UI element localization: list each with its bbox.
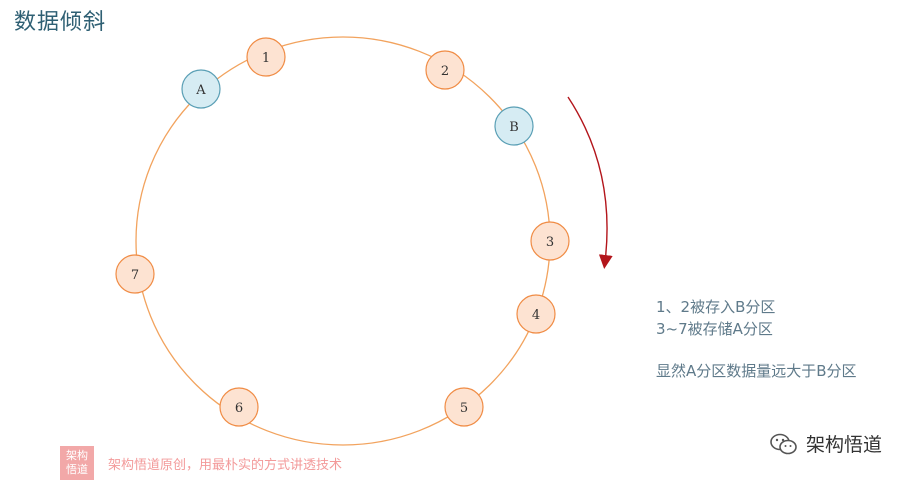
node-circle: [494, 106, 534, 146]
node-label: 6: [235, 401, 243, 416]
brand-name: 架构悟道: [805, 434, 882, 456]
node-circle: [115, 254, 155, 294]
page-title: 数据倾斜: [14, 10, 107, 35]
node-circle: [181, 69, 221, 109]
data-node-2: 2: [425, 50, 465, 90]
partition-node-b: B: [494, 106, 534, 146]
explanation-notes: 1、2被存入B分区 3~7被存储A分区 显然A分区数据量远大于B分区: [656, 296, 857, 382]
seal-logo: 架构 悟道: [60, 446, 94, 480]
node-label: 5: [460, 401, 468, 416]
note-line-2: 3~7被存储A分区: [656, 320, 773, 338]
brand-signature: 架构悟道: [770, 430, 882, 457]
note-line-3: 显然A分区数据量远大于B分区: [656, 362, 857, 380]
note-line-1: 1、2被存入B分区: [656, 298, 776, 316]
node-circle: [444, 387, 484, 427]
node-circle: [530, 221, 570, 261]
data-node-3: 3: [530, 221, 570, 261]
data-node-1: 1: [246, 37, 286, 77]
partition-node-a: A: [181, 69, 221, 109]
watermark: 架构 悟道 架构悟道原创，用最朴实的方式讲透技术: [60, 446, 342, 480]
node-label: A: [195, 83, 206, 98]
node-label: 4: [532, 308, 540, 323]
data-node-6: 6: [219, 387, 259, 427]
node-circle: [246, 37, 286, 77]
clockwise-arrow: [567, 96, 613, 269]
seal-line-2: 悟道: [66, 463, 88, 476]
data-node-5: 5: [444, 387, 484, 427]
node-label: 3: [546, 235, 554, 250]
wechat-icon: [770, 433, 797, 454]
watermark-tagline: 架构悟道原创，用最朴实的方式讲透技术: [108, 457, 343, 473]
node-circle: [516, 294, 556, 334]
seal-line-1: 架构: [66, 449, 88, 462]
node-label: 7: [131, 268, 139, 283]
node-label: 2: [441, 64, 449, 79]
data-node-7: 7: [115, 254, 155, 294]
data-node-4: 4: [516, 294, 556, 334]
node-circle: [425, 50, 465, 90]
node-label: B: [509, 120, 519, 135]
node-circle: [219, 387, 259, 427]
node-label: 1: [262, 51, 270, 66]
